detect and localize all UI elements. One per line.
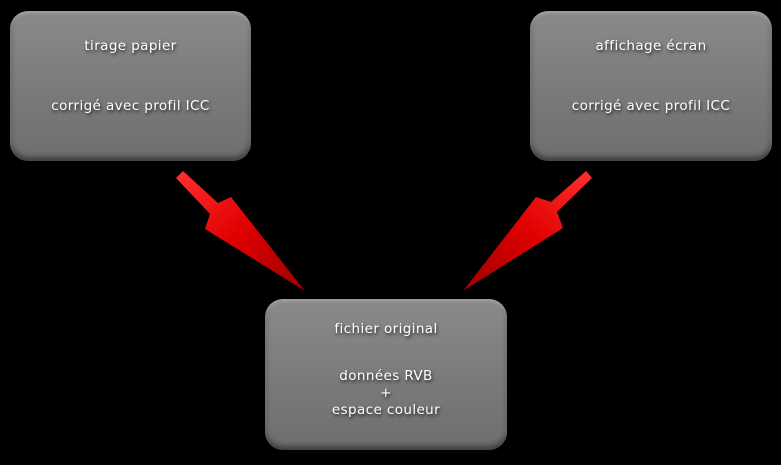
- original-file-box: fichier original données RVB + espace co…: [265, 299, 507, 450]
- original-colorspace-line: espace couleur: [331, 402, 441, 418]
- print-output-box: tirage papier corrigé avec profil ICC: [10, 11, 251, 161]
- arrow-print-to-original: [176, 171, 305, 291]
- original-title: fichier original: [334, 321, 438, 337]
- original-data-line: données RVB: [339, 368, 433, 384]
- arrow-screen-to-original: [463, 171, 592, 291]
- original-plus-line: +: [380, 385, 392, 401]
- screen-display-box: affichage écran corrigé avec profil ICC: [530, 11, 772, 161]
- screen-title: affichage écran: [595, 38, 707, 54]
- print-subtitle: corrigé avec profil ICC: [51, 98, 210, 114]
- print-title: tirage papier: [84, 38, 177, 54]
- screen-subtitle: corrigé avec profil ICC: [571, 98, 731, 114]
